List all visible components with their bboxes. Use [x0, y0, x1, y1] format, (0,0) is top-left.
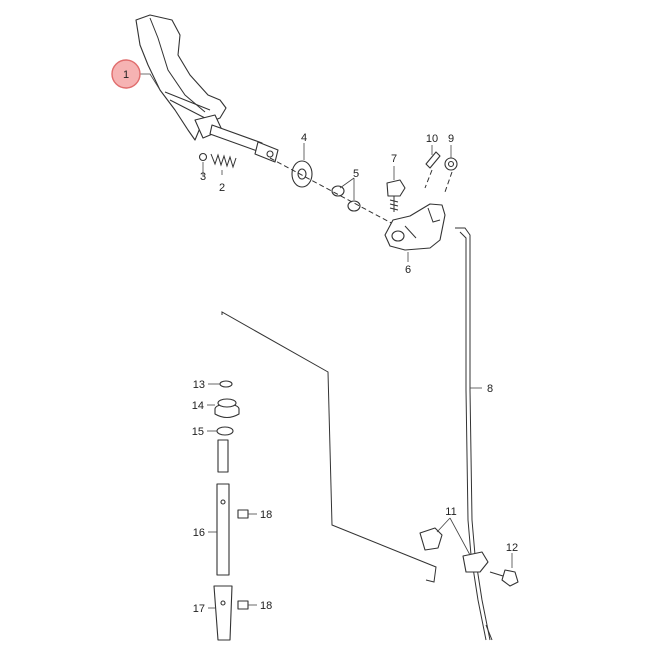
- e-ring-part[interactable]: [219, 380, 233, 388]
- small-washers-part[interactable]: [331, 185, 361, 212]
- callout-8[interactable]: 8: [487, 383, 493, 395]
- bolt-part[interactable]: [386, 179, 406, 212]
- callout-11[interactable]: 11: [445, 506, 456, 518]
- rod-clamp-part[interactable]: [419, 527, 489, 573]
- shift-lever-part[interactable]: [135, 14, 279, 163]
- callout-3[interactable]: 3: [200, 171, 206, 183]
- callout-10[interactable]: 10: [426, 133, 438, 145]
- callout-17[interactable]: 17: [193, 603, 205, 615]
- callout-18-lower[interactable]: 18: [260, 600, 272, 612]
- callout-16[interactable]: 16: [193, 527, 205, 539]
- callout-5[interactable]: 5: [353, 168, 359, 180]
- ball-part[interactable]: [198, 152, 208, 162]
- shift-rod-part[interactable]: [455, 227, 493, 641]
- washer-part[interactable]: [291, 160, 313, 188]
- callout-9[interactable]: 9: [448, 133, 454, 145]
- callout-4[interactable]: 4: [301, 132, 307, 144]
- spring-part[interactable]: [210, 153, 237, 169]
- bracket-part[interactable]: [384, 203, 446, 251]
- nut-part[interactable]: [444, 157, 458, 171]
- callout-1[interactable]: 1: [123, 69, 129, 81]
- callout-18-upper[interactable]: 18: [260, 509, 272, 521]
- screw-part[interactable]: [489, 569, 519, 587]
- rod-part[interactable]: [216, 483, 230, 576]
- clip-part[interactable]: [425, 151, 441, 169]
- callout-7[interactable]: 7: [391, 153, 397, 165]
- callout-12[interactable]: 12: [506, 542, 518, 554]
- highlight-marker: [111, 59, 141, 89]
- callout-15[interactable]: 15: [192, 426, 204, 438]
- small-washer-part[interactable]: [216, 426, 234, 436]
- callout-2[interactable]: 2: [219, 182, 225, 194]
- set-screw-part[interactable]: [237, 509, 249, 610]
- lower-link-part[interactable]: [213, 585, 233, 641]
- leader-lines: [134, 73, 513, 609]
- callout-13[interactable]: 13: [193, 379, 205, 391]
- grommet-part[interactable]: [214, 398, 240, 419]
- callout-14[interactable]: 14: [192, 400, 204, 412]
- callout-6[interactable]: 6: [405, 264, 411, 276]
- pin-part[interactable]: [217, 439, 229, 473]
